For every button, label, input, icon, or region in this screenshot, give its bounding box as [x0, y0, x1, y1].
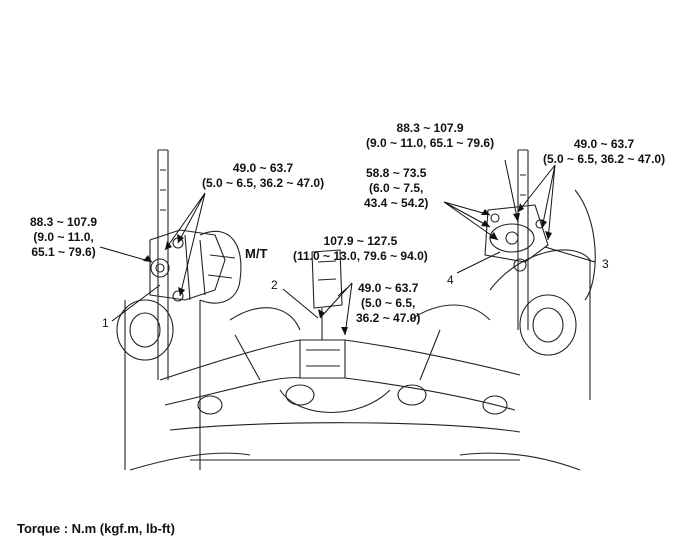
- torque-units: 36.2 ~ 47.0): [356, 311, 421, 325]
- torque-value: 58.8 ~ 73.5: [366, 166, 427, 180]
- callout-2: 2: [271, 278, 278, 292]
- torque-units: (6.0 ~ 7.5,: [369, 181, 424, 195]
- torque-label-left-mid: 88.3 ~ 107.9 (9.0 ~ 11.0, 65.1 ~ 79.6): [30, 215, 97, 260]
- torque-label-center-lower: 49.0 ~ 63.7 (5.0 ~ 6.5, 36.2 ~ 47.0): [356, 281, 420, 326]
- torque-value: 49.0 ~ 63.7: [358, 281, 419, 295]
- torque-units: (5.0 ~ 6.5, 36.2 ~ 47.0): [202, 176, 325, 190]
- torque-label-left-upper: 49.0 ~ 63.7 (5.0 ~ 6.5, 36.2 ~ 47.0): [202, 161, 324, 191]
- callout-3: 3: [602, 257, 609, 271]
- torque-units: (9.0 ~ 11.0, 65.1 ~ 79.6): [366, 136, 495, 150]
- callout-1: 1: [102, 316, 109, 330]
- transmission-label: M/T: [245, 246, 268, 261]
- torque-units-footer: Torque : N.m (kgf.m, lb-ft): [17, 521, 175, 536]
- torque-units: (11.0 ~ 13.0, 79.6 ~ 94.0): [293, 249, 428, 263]
- torque-label-right-top: 88.3 ~ 107.9 (9.0 ~ 11.0, 65.1 ~ 79.6): [366, 121, 494, 151]
- torque-label-center-upper: 107.9 ~ 127.5 (11.0 ~ 13.0, 79.6 ~ 94.0): [293, 234, 428, 264]
- torque-units: 43.4 ~ 54.2): [364, 196, 429, 210]
- torque-value: 88.3 ~ 107.9: [30, 215, 98, 229]
- torque-value: 49.0 ~ 63.7: [232, 161, 294, 175]
- torque-label-right-mid: 58.8 ~ 73.5 (6.0 ~ 7.5, 43.4 ~ 54.2): [364, 166, 428, 211]
- torque-units: (9.0 ~ 11.0,: [33, 230, 94, 244]
- torque-units: (5.0 ~ 6.5,: [361, 296, 416, 310]
- torque-value: 107.9 ~ 127.5: [323, 234, 398, 248]
- torque-value: 88.3 ~ 107.9: [396, 121, 464, 135]
- torque-units: 65.1 ~ 79.6): [31, 245, 96, 259]
- torque-units: (5.0 ~ 6.5, 36.2 ~ 47.0): [543, 152, 666, 166]
- callout-4: 4: [447, 273, 454, 287]
- torque-label-right-far: 49.0 ~ 63.7 (5.0 ~ 6.5, 36.2 ~ 47.0): [543, 137, 665, 167]
- torque-value: 49.0 ~ 63.7: [573, 137, 635, 151]
